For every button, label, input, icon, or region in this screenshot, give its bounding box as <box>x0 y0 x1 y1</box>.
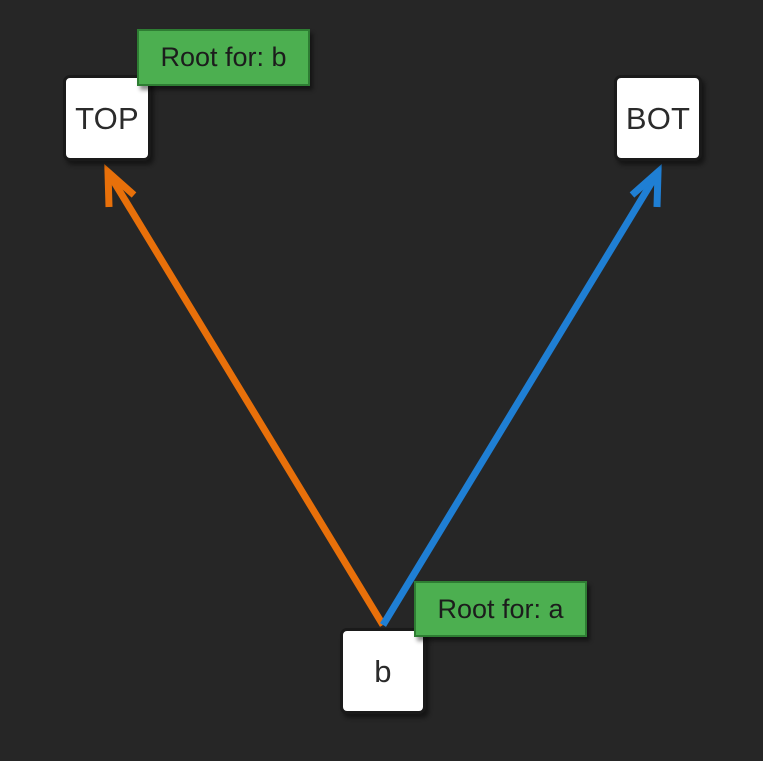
node-top-label: TOP <box>75 100 139 136</box>
node-bot-label: BOT <box>625 100 691 136</box>
edge-b-to-bot-line <box>380 170 661 627</box>
badge-root-for-a-label: Root for: a <box>437 593 564 624</box>
edge-b-to-bot-arrowhead <box>629 164 662 208</box>
badge-root-for-b-label: Root for: b <box>160 42 287 72</box>
node-b-label: b <box>374 653 392 689</box>
edge-b-to-top-arrowhead <box>104 164 137 208</box>
badge-root-for-a[interactable]: Root for: a <box>414 581 587 637</box>
edge-b-to-top-line <box>105 170 386 627</box>
node-top[interactable]: TOP <box>63 75 151 161</box>
badge-root-for-b[interactable]: Root for: b <box>137 29 310 86</box>
edge-b-to-top[interactable] <box>104 164 386 627</box>
node-bot[interactable]: BOT <box>614 75 702 161</box>
node-b[interactable]: b <box>340 628 426 714</box>
edge-b-to-bot[interactable] <box>380 164 662 627</box>
